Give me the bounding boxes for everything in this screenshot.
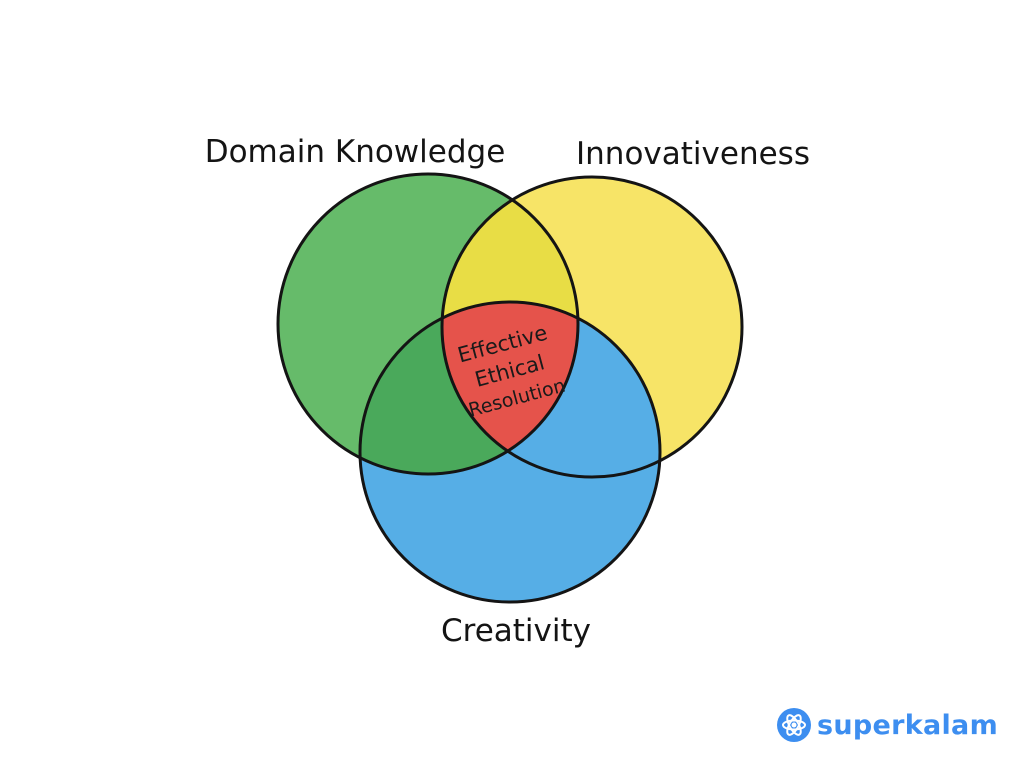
- atom-flower-icon: [776, 708, 811, 742]
- label-creativity: Creativity: [441, 613, 591, 649]
- label-innovativeness: Innovativeness: [576, 136, 810, 172]
- brand-name: superkalam: [816, 709, 998, 741]
- outline-domain-knowledge: [276, 172, 580, 476]
- outline-innovativeness: [440, 175, 744, 479]
- label-domain-knowledge: Domain Knowledge: [205, 134, 506, 170]
- outline-creativity: [358, 300, 662, 604]
- brand-logo: superkalam: [776, 708, 998, 742]
